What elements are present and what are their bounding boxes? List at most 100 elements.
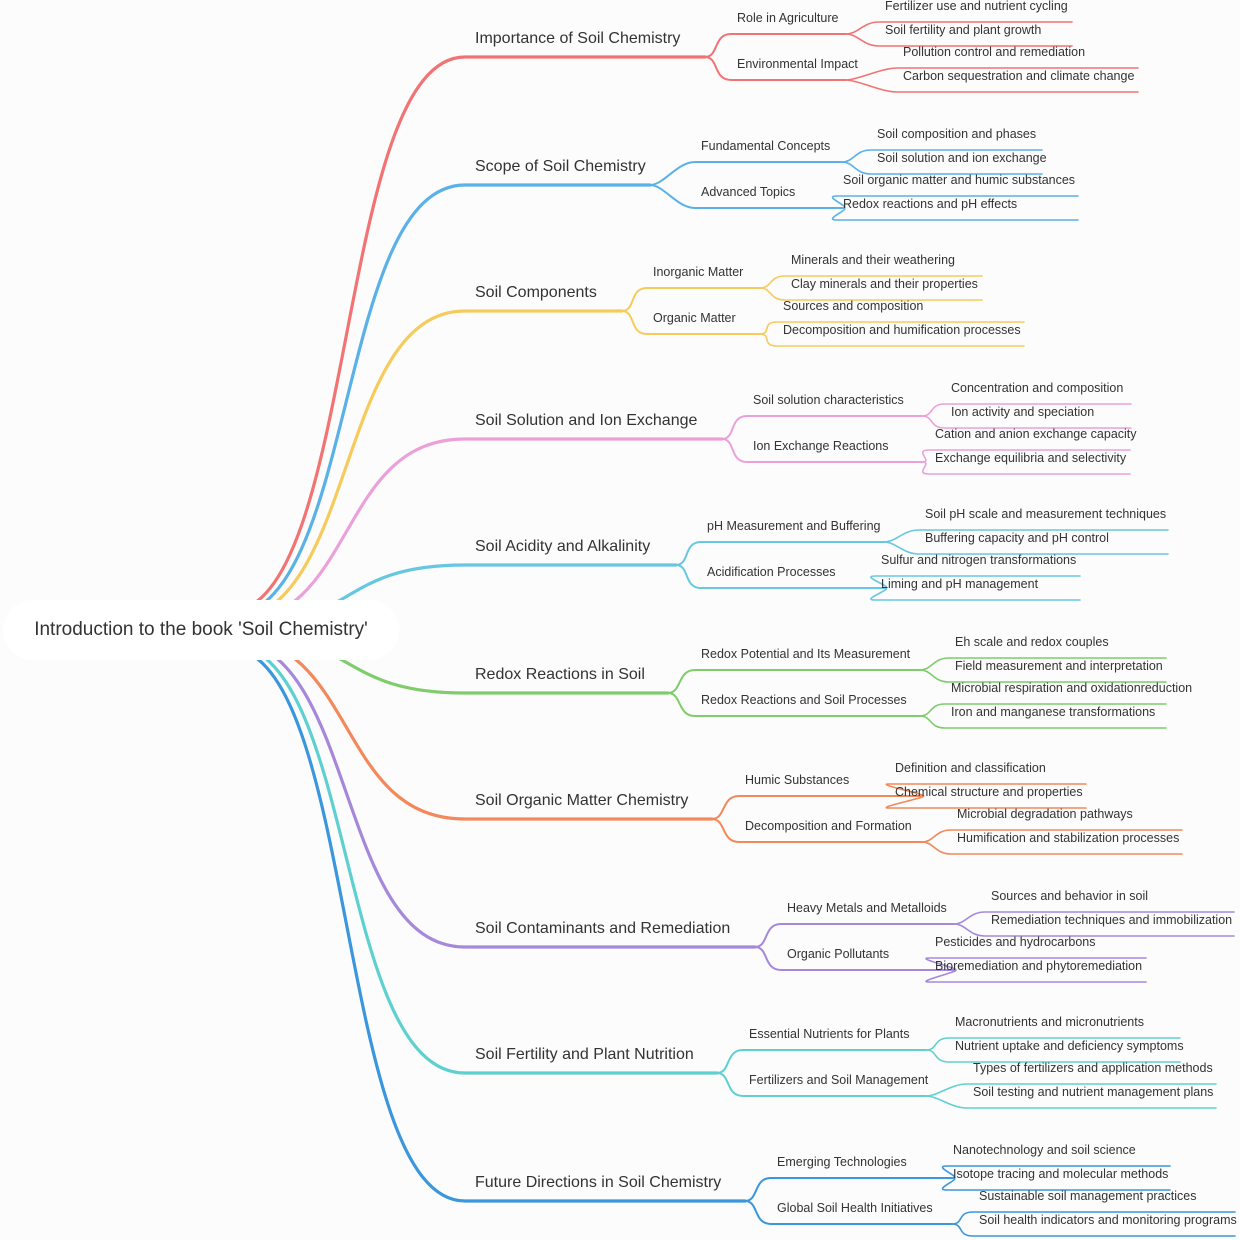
leaf-node-label: Definition and classification [895,760,1046,775]
leaf-connector [921,829,1183,843]
sub-node-label: Redox Potential and Its Measurement [701,646,911,661]
leaf-connector [845,21,1073,35]
leaf-connector [941,1177,1171,1191]
sub-branch-connector [744,1200,953,1225]
sub-node-label: Soil solution characteristics [753,392,904,407]
leaf-node-label: Sources and behavior in soil [991,888,1149,903]
leaf-node-label: Remediation techniques and immobilizatio… [991,912,1233,927]
leaf-node-label: Bioremediation and phytoremediation [935,958,1143,973]
leaf-connector [759,287,983,301]
sub-branch-connector [649,184,843,209]
branch-connector [226,646,747,1203]
leaf-node-label: Carbon sequestration and climate change [903,68,1135,83]
sub-node-label: Fertilizers and Soil Management [749,1072,929,1087]
sub-branch-connector [744,1177,953,1202]
leaf-connector [845,33,1073,47]
leaf-node-label: Macronutrients and micronutrients [955,1014,1144,1029]
root-label: Introduction to the book 'Soil Chemistry… [34,619,368,640]
sub-branch-connector [711,818,923,843]
leaf-node-label: Sustainable soil management practices [979,1188,1197,1203]
sub-node-label: Essential Nutrients for Plants [749,1026,910,1041]
leaf-node-label: Buffering capacity and pH control [925,530,1109,545]
sub-node-label: Organic Matter [653,310,736,325]
leaf-node-label: Iron and manganese transformations [951,704,1156,719]
sub-node-label: Acidification Processes [707,564,836,579]
leaf-node-label: Pollution control and remediation [903,44,1086,59]
sub-branch-connector [754,923,955,948]
sub-node-label: Heavy Metals and Metalloids [787,900,947,915]
leaf-connector [925,1049,1181,1063]
leaf-connector [883,541,1169,555]
sub-node-label: Redox Reactions and Soil Processes [701,692,907,707]
leaf-connector [885,795,1087,809]
sub-branch-connector [704,33,847,58]
leaf-node-label: Eh scale and redox couples [955,634,1109,649]
leaf-node-label: Field measurement and interpretation [955,658,1163,673]
leaf-connector [841,161,1043,175]
sub-node-label: Emerging Technologies [777,1154,907,1169]
leaf-connector [845,67,1139,81]
leaf-node-label: Soil organic matter and humic substances [843,172,1076,187]
leaf-node-label: Sources and composition [783,298,924,313]
leaf-node-label: Chemical structure and properties [895,784,1083,799]
sub-node-label: Role in Agriculture [737,10,839,25]
leaf-connector [925,1083,1217,1097]
sub-branch-connector [704,56,847,81]
branch-node-label: Importance of Soil Chemistry [475,30,681,47]
leaf-node-label: Ion activity and speciation [951,404,1095,419]
leaf-connector [870,587,1081,601]
leaf-connector [951,1223,1236,1237]
leaf-node-label: Soil fertility and plant growth [885,22,1042,37]
leaf-connector [845,79,1139,93]
leaf-node-label: Liming and pH management [881,576,1039,591]
branch-connector [226,437,724,626]
leaf-connector [925,1095,1217,1109]
leaf-node-label: Pesticides and hydrocarbons [935,934,1096,949]
leaf-node-label: Cation and anion exchange capacity [935,426,1137,441]
leaf-connector [831,207,1079,221]
branch-node-label: Redox Reactions in Soil [475,666,645,683]
sub-node-label: Inorganic Matter [653,264,744,279]
sub-branch-connector [716,1049,927,1074]
sub-node-label: Ion Exchange Reactions [753,438,889,453]
branch-node-label: Scope of Soil Chemistry [475,158,646,175]
leaf-connector [919,669,1167,683]
branch-node-label: Soil Solution and Ion Exchange [475,412,698,429]
branch-node-label: Soil Organic Matter Chemistry [475,792,689,809]
leaf-node-label: Isotope tracing and molecular methods [953,1166,1169,1181]
sub-branch-connector [649,161,843,186]
sub-branch-connector [675,541,885,566]
leaf-connector [919,657,1167,671]
leaf-node-label: Soil solution and ion exchange [877,150,1047,165]
leaf-node-label: Clay minerals and their properties [791,276,978,291]
sub-branch-connector [667,692,921,717]
branch-connector [226,642,719,1075]
branch-connector [226,55,707,614]
sub-node-label: Fundamental Concepts [701,138,831,153]
leaf-node-label: Microbial degradation pathways [957,806,1133,821]
root-node: Introduction to the book 'Soil Chemistry… [3,600,399,660]
leaf-node-label: Humification and stabilization processes [957,830,1180,845]
leaf-node-label: Sulfur and nitrogen transformations [881,552,1077,567]
branch-node-label: Future Directions in Soil Chemistry [475,1174,722,1191]
leaf-connector [883,529,1169,543]
leaf-node-label: Redox reactions and pH effects [843,196,1018,211]
sub-node-label: Organic Pollutants [787,946,890,961]
leaf-node-label: Decomposition and humification processes [783,322,1021,337]
leaf-node-label: Nanotechnology and soil science [953,1142,1136,1157]
leaf-connector [925,969,1147,983]
leaf-node-label: Types of fertilizers and application met… [973,1060,1213,1075]
sub-branch-connector [711,795,923,820]
leaf-node-label: Soil composition and phases [877,126,1037,141]
sub-node-label: pH Measurement and Buffering [707,518,881,533]
leaf-node-label: Soil testing and nutrient management pla… [973,1084,1214,1099]
leaf-connector [921,461,1131,475]
leaf-node-label: Minerals and their weathering [791,252,955,267]
sub-branch-connector [621,310,761,335]
leaf-connector [921,841,1183,855]
leaf-connector [953,911,1235,925]
sub-node-label: Humic Substances [745,772,850,787]
leaf-node-label: Exchange equilibria and selectivity [935,450,1127,465]
sub-node-label: Advanced Topics [701,184,796,199]
